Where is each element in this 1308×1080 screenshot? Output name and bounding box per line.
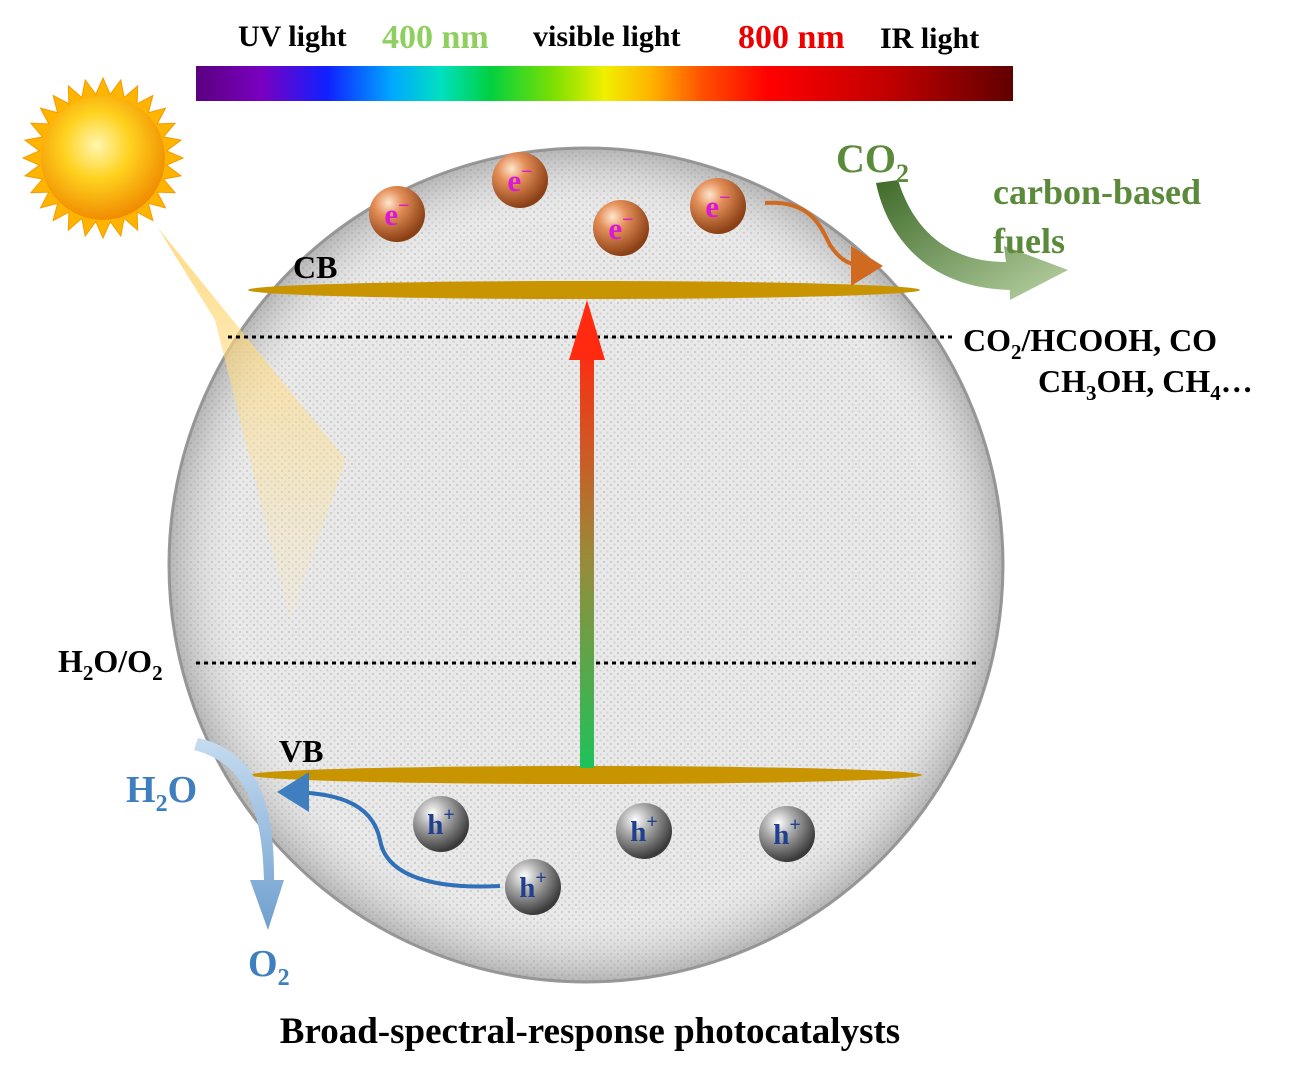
co2-reactant-label: CO2 [836, 136, 909, 188]
svg-text:e−: e− [705, 187, 730, 224]
electron: e− [492, 152, 548, 208]
hole-transfer-arrow [277, 772, 501, 889]
svg-text:e−: e− [608, 209, 633, 246]
o2-product-label: O2 [248, 943, 290, 991]
co2-hcooh-co-label: CO2/HCOOH, CO [963, 322, 1217, 364]
electron: e− [369, 186, 425, 242]
electron: e− [690, 178, 746, 234]
h2o-reactant-label: H2O [126, 769, 197, 817]
400nm-label: 400 nm [382, 19, 489, 56]
svg-text:h+: h+ [427, 804, 455, 841]
svg-text:h+: h+ [519, 867, 547, 904]
light-beam [158, 228, 346, 620]
hole: h+ [616, 803, 672, 859]
svg-text:h+: h+ [630, 811, 658, 848]
svg-text:e−: e− [507, 161, 532, 198]
vb-label: VB [279, 733, 323, 769]
fuels-label: fuels [993, 221, 1065, 261]
ch3oh-ch4-label: CH3OH, CH4… [1038, 363, 1253, 405]
sun-icon [21, 76, 185, 240]
spectrum-bar [196, 66, 1013, 101]
svg-text:e−: e− [384, 195, 409, 232]
hole: h+ [505, 859, 561, 915]
excitation-arrow [569, 300, 605, 768]
cb-label: CB [293, 249, 337, 285]
hole: h+ [413, 796, 469, 852]
figure-caption: Broad-spectral-response photocatalysts [280, 1011, 900, 1052]
electron-transfer-arrow [764, 200, 883, 287]
uv-light-label: UV light [238, 20, 347, 53]
carbon-based-label: carbon-based [993, 172, 1201, 212]
co2-to-fuels-arrow [876, 180, 1068, 300]
svg-text:h+: h+ [773, 814, 801, 851]
h2o-o2-potential-label: H2O/O2 [58, 643, 163, 685]
valence-band [250, 766, 922, 784]
conduction-band [248, 281, 920, 299]
800nm-label: 800 nm [738, 19, 845, 56]
electron: e− [593, 200, 649, 256]
water-to-oxygen-arrow [194, 738, 284, 930]
ir-light-label: IR light [880, 22, 979, 55]
hole: h+ [759, 806, 815, 862]
visible-light-label: visible light [533, 20, 681, 53]
